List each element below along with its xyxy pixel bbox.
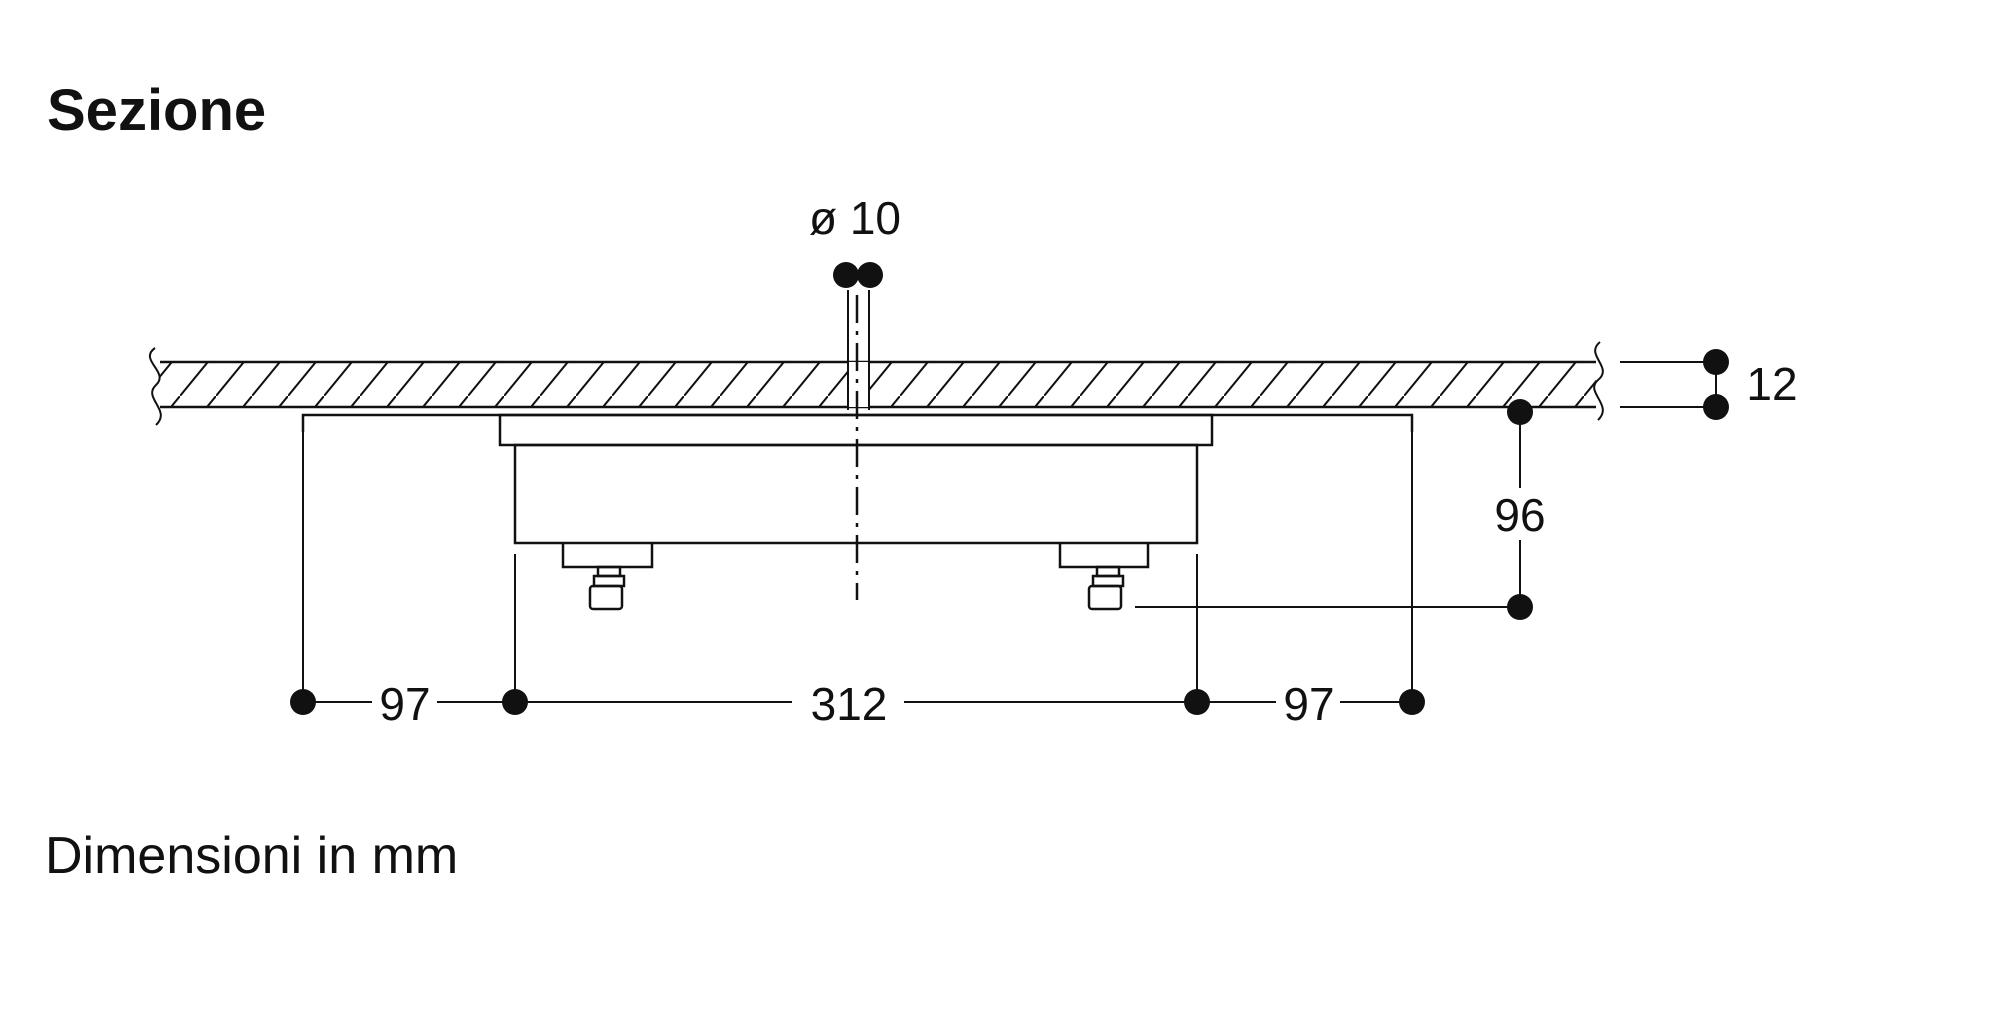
left-offset-label: 97 (379, 678, 430, 730)
section-title: Sezione (47, 78, 267, 143)
width-dimension-line (290, 689, 1425, 715)
diameter-label: ø 10 (809, 192, 901, 244)
pipe-cutout (847, 290, 870, 410)
hob-feet (561, 543, 1150, 611)
units-note: Dimensioni in mm (45, 827, 459, 885)
center-width-label: 312 (811, 678, 888, 730)
height-dimension (1135, 399, 1533, 620)
countertop-slab (148, 341, 1604, 426)
diameter-dimension (833, 262, 883, 288)
thickness-label: 12 (1746, 358, 1797, 410)
right-offset-label: 97 (1283, 678, 1334, 730)
height-label: 96 (1494, 489, 1545, 541)
thickness-dimension (1620, 349, 1729, 420)
